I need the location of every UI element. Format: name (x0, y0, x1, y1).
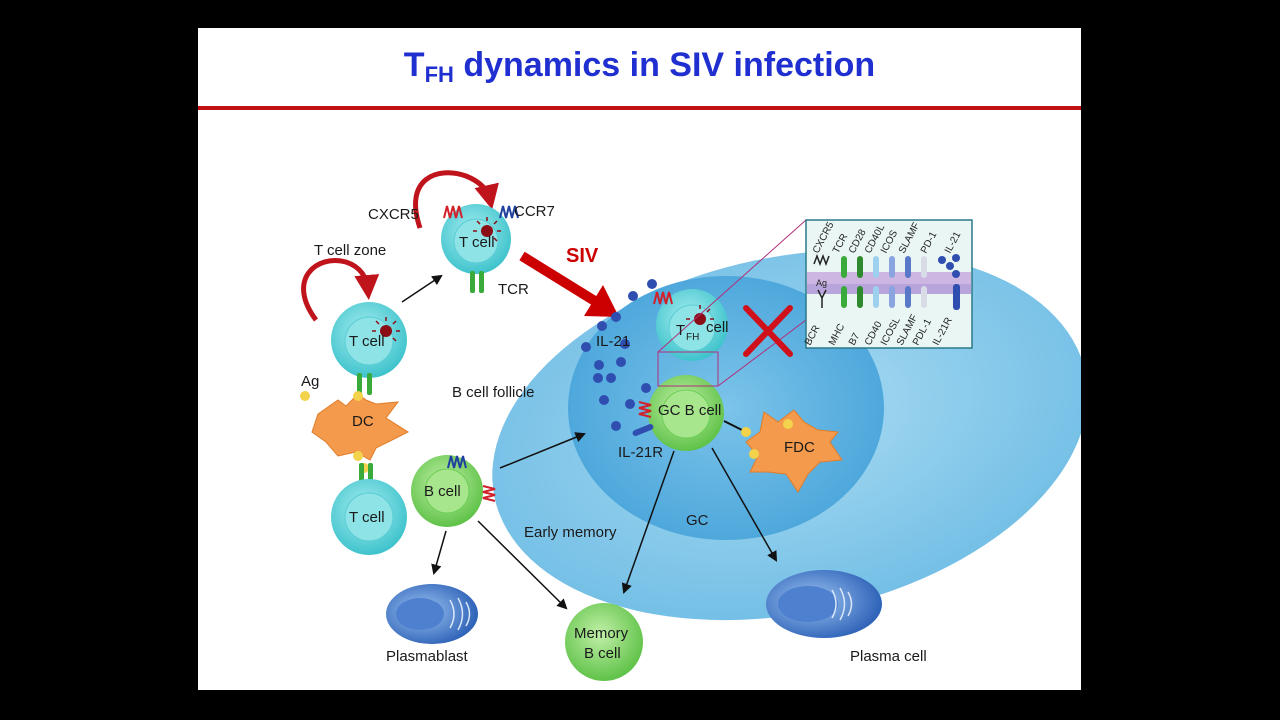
label-t-cell-zone: T cell zone (314, 242, 386, 259)
tfh-cell (653, 289, 728, 361)
label-b-cell: B cell (424, 483, 461, 500)
inset-connector-bottom (717, 319, 807, 387)
arrow-bcell-to-memory (477, 520, 568, 610)
label-t-cell-left: T cell (349, 333, 385, 350)
label-b-cell-follicle: B cell follicle (452, 384, 535, 401)
dendritic-cell (300, 391, 410, 473)
cxcr5-receptor-top (443, 205, 463, 219)
arrow-gcb-to-plasma (711, 447, 778, 562)
ccr7-receptor-top (499, 205, 519, 219)
proliferation-arrow-top (413, 170, 499, 229)
label-ag: Ag (301, 373, 319, 390)
label-plasmablast: Plasmablast (386, 648, 469, 665)
label-ccr7: CCR7 (514, 203, 555, 220)
label-memory-b-line2: B cell (584, 645, 621, 662)
label-gc-b-cell: GC B cell (658, 402, 721, 419)
inset-bottom-label: B7 (847, 331, 863, 347)
label-il21: IL-21 (596, 333, 630, 350)
memory-b-cell (565, 603, 643, 681)
arrow-gcb-to-memory (621, 450, 675, 594)
gc-b-cell (632, 375, 724, 451)
label-il21r: IL-21R (618, 444, 663, 461)
title-main: T (403, 46, 425, 84)
il21-dots (581, 279, 657, 431)
plasmablast (386, 584, 478, 644)
label-early-memory: Early memory (524, 524, 617, 541)
label-plasma-cell: Plasma cell (850, 648, 927, 665)
label-tcr: TCR (498, 281, 529, 298)
label-tfh-sub: FH (686, 332, 699, 343)
inset-ag-label: Ag (816, 278, 827, 288)
block-x-mark (743, 305, 793, 357)
t-cell-left (331, 302, 407, 395)
label-dc: DC (352, 413, 374, 430)
siv-arrow (519, 251, 619, 317)
label-cxcr5: CXCR5 (368, 206, 419, 223)
label-memory-b-line1: Memory (574, 625, 629, 642)
arrow-bcell-to-plasmablast (431, 530, 447, 576)
tfh-diagram: CXCR5 TCR CD28 CD40L ICOS SLAMF PD-1 IL-… (300, 170, 1081, 681)
synapse-box (657, 351, 719, 387)
arrow-bcell-to-gc (499, 432, 586, 469)
label-tfh-t: T (676, 322, 685, 339)
label-t-cell-top: T cell (459, 234, 495, 251)
synapse-inset: CXCR5 TCR CD28 CD40L ICOS SLAMF PD-1 IL-… (803, 219, 973, 349)
title-rest: dynamics in SIV infection (453, 46, 876, 84)
follicular-dendritic-cell (723, 409, 843, 493)
label-siv: SIV (566, 245, 599, 267)
title-rule (198, 106, 1081, 110)
b-cell (411, 455, 496, 527)
slide-title: TFH dynamics in SIV infection (198, 46, 1081, 88)
arrow-tcell-to-tcell (401, 274, 443, 303)
title-subscript: FH (424, 62, 454, 87)
t-cell-bottom (331, 463, 407, 555)
slide: TFH dynamics in SIV infection (198, 28, 1081, 690)
label-fdc: FDC (784, 439, 815, 456)
proliferation-arrow-left (301, 258, 380, 322)
label-t-cell-bottom: T cell (349, 509, 385, 526)
label-gc: GC (686, 512, 709, 529)
inset-connector-top (657, 219, 807, 353)
plasma-cell (766, 570, 882, 638)
label-tfh-cell: cell (706, 319, 729, 336)
t-cell-top (441, 204, 511, 293)
